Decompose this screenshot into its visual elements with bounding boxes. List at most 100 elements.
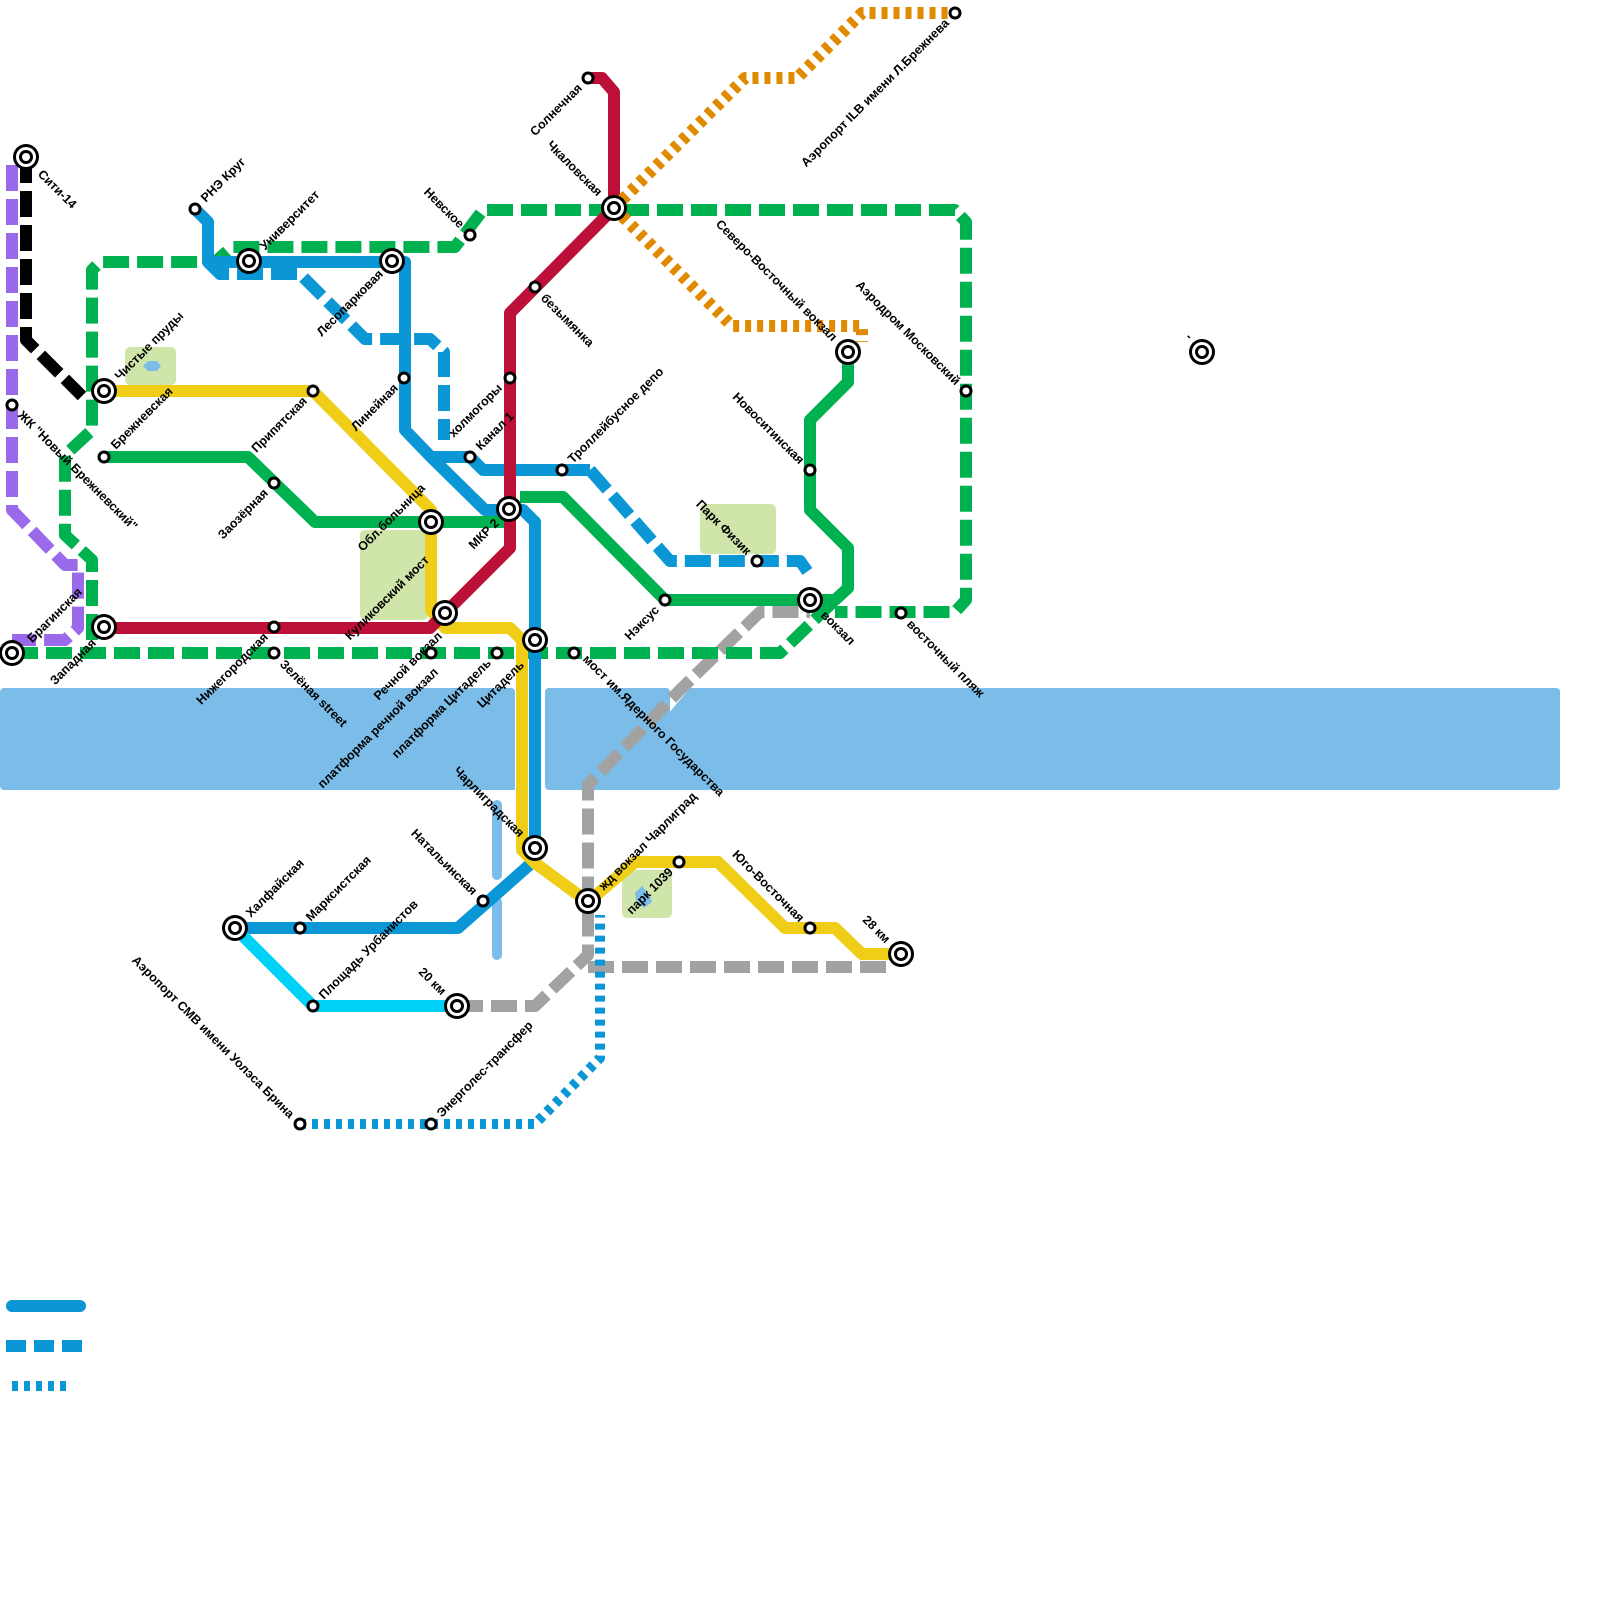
station-marker: [951, 9, 959, 17]
blue-dotted-line: [300, 915, 605, 1129]
parks: [125, 347, 776, 918]
station-label: Линейная: [348, 381, 401, 434]
station[interactable]: восточный пляж: [894, 606, 988, 701]
station-marker: [8, 401, 16, 409]
station-marker: [661, 596, 669, 604]
interchange-station-marker: [245, 257, 253, 265]
blue-line: [190, 204, 590, 934]
station-marker: [584, 74, 592, 82]
station-marker: [270, 623, 278, 631]
station-marker: [270, 649, 278, 657]
station-label: безымянка: [538, 291, 597, 350]
station[interactable]: Площадь Урбанистов: [306, 897, 422, 1013]
station-label: Северо-Восточный вокзал: [713, 217, 840, 344]
river-west: [0, 688, 515, 790]
station-label: ЖК "Новый Брежневский": [14, 407, 140, 533]
station-marker: [296, 924, 304, 932]
station-label: Натальинская: [408, 826, 480, 898]
green-line: [104, 352, 854, 606]
station-label: восточный пляж: [904, 617, 987, 700]
station[interactable]: Северо-Восточный вокзал: [713, 217, 861, 365]
station[interactable]: Аэродром Московский: [853, 278, 973, 398]
station[interactable]: ': [1185, 333, 1215, 365]
station-marker: [531, 283, 539, 291]
station-marker: [806, 466, 814, 474]
station-marker: [466, 231, 474, 239]
interchange-station-marker: [806, 596, 814, 604]
station[interactable]: Новоситинская: [730, 390, 817, 477]
station-label: Нэксус: [622, 603, 662, 643]
station-marker: [493, 649, 501, 657]
pond-icon: [143, 361, 161, 371]
station-marker: [427, 1120, 435, 1128]
park-fizik: [700, 504, 776, 554]
station-marker: [897, 609, 905, 617]
station-marker: [309, 1002, 317, 1010]
interchange-station-marker: [531, 636, 539, 644]
station-label: Марксистская: [303, 853, 374, 924]
station-marker: [962, 387, 970, 395]
interchange-station-marker: [231, 924, 239, 932]
station-marker: [570, 649, 578, 657]
station[interactable]: ЖК "Новый Брежневский": [5, 398, 141, 534]
station-marker: [100, 453, 108, 461]
interchange-station-marker: [441, 609, 449, 617]
station-marker: [400, 374, 408, 382]
station-marker: [296, 1120, 304, 1128]
interchange-station-marker: [100, 623, 108, 631]
station-marker: [506, 374, 514, 382]
station-label: Аэродром Московский: [853, 278, 963, 388]
station-label: Троллейбусное депо: [565, 364, 667, 466]
station-marker: [806, 924, 814, 932]
station-label: РНЭ Круг: [198, 155, 248, 205]
interchange-station-marker: [8, 649, 16, 657]
interchange-station-marker: [1198, 348, 1206, 356]
interchange-station-marker: [453, 1002, 461, 1010]
station-marker: [466, 453, 474, 461]
station[interactable]: РНЭ Круг: [188, 155, 249, 216]
station-label: 28 км: [860, 913, 893, 946]
station-marker: [675, 858, 683, 866]
lines: [6, 7, 972, 1129]
interchange-station-marker: [897, 950, 905, 958]
interchange-station-marker: [22, 153, 30, 161]
station[interactable]: Заозёрная: [215, 476, 281, 542]
green-dashed-line: [59, 204, 972, 640]
station[interactable]: Невское: [421, 185, 477, 242]
interchange-station-marker: [844, 348, 852, 356]
station-label: Припятская: [249, 394, 310, 455]
interchange-station-marker: [531, 844, 539, 852]
legend: [6, 1300, 86, 1391]
interchange-station-marker: [100, 387, 108, 395]
river-east: [610, 688, 1560, 790]
park-kulikovsky: [360, 530, 428, 620]
station[interactable]: Аэропорт ILB имени Л.Брежнева: [798, 6, 962, 170]
station[interactable]: Энерголес-трансфер: [424, 1018, 536, 1131]
station-label: Солнечная: [527, 81, 585, 139]
black-line: [20, 157, 87, 401]
station[interactable]: Троллейбусное депо: [555, 364, 667, 477]
station[interactable]: Нэксус: [622, 593, 672, 644]
station-label: 20 км: [416, 965, 449, 998]
interchange-station-marker: [427, 518, 435, 526]
grey-line: [457, 606, 810, 1012]
station-label: Сити-14: [35, 167, 79, 211]
station-label: Аэропорт ILB имени Л.Брежнева: [798, 15, 952, 169]
station[interactable]: безымянка: [528, 280, 598, 351]
station-marker: [270, 479, 278, 487]
river-channel: [497, 770, 515, 790]
station-label: Невское: [421, 185, 467, 231]
interchange-station-marker: [584, 897, 592, 905]
purple-line: [6, 165, 84, 646]
station[interactable]: Солнечная: [527, 71, 595, 139]
interchange-station-marker: [388, 257, 396, 265]
station-marker: [558, 466, 566, 474]
station-label: Аэропорт СМВ имени Уолэса Брина: [129, 953, 298, 1122]
station-label: Халфайская: [243, 856, 307, 920]
station[interactable]: Натальинская: [408, 826, 490, 908]
interchange-station-marker: [505, 505, 513, 513]
pond-icon: [635, 886, 652, 908]
station-marker: [309, 387, 317, 395]
station-label: Энерголес-трансфер: [434, 1018, 536, 1120]
